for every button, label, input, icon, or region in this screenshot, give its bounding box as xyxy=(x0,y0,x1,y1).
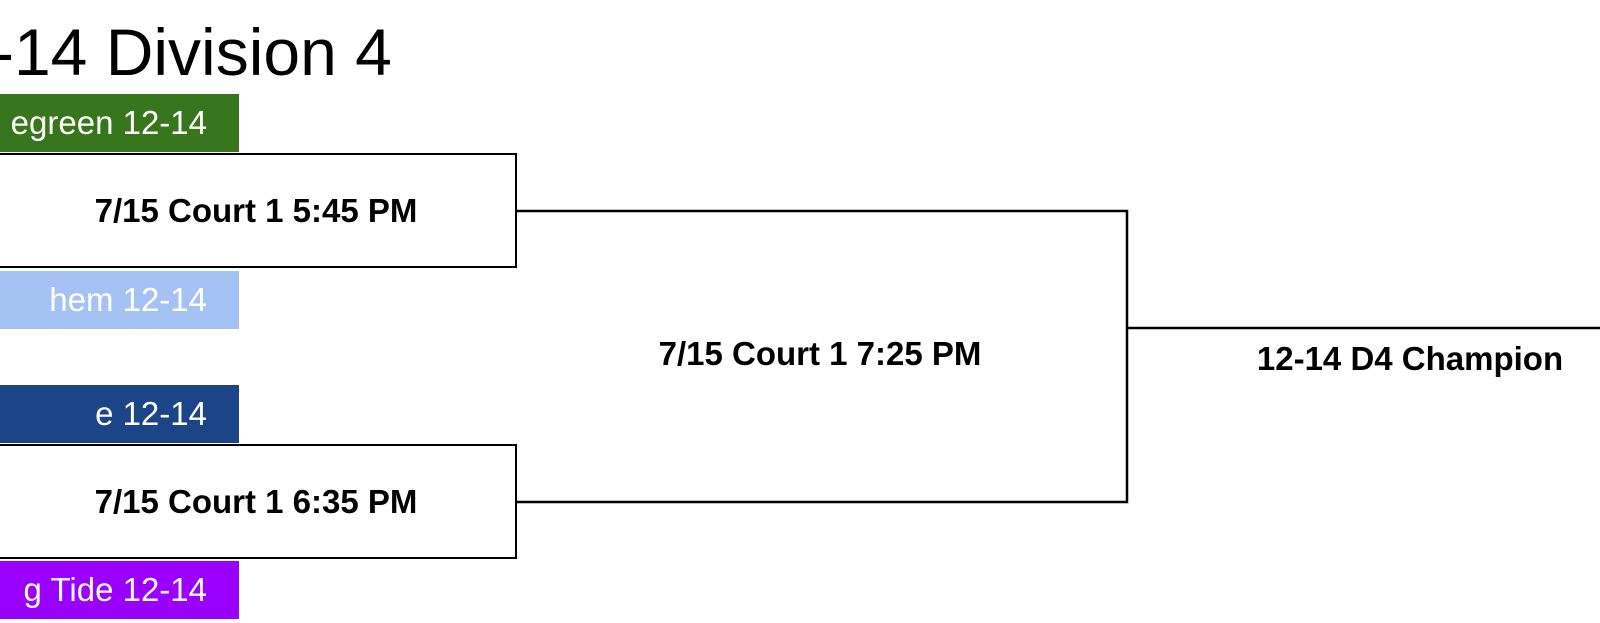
match-box-1: 7/15 Court 1 5:45 PM xyxy=(0,153,517,268)
team-name-1: egreen 12-14 xyxy=(10,104,207,141)
connector-semifinals-to-final xyxy=(516,209,1129,504)
team-name-3: e 12-14 xyxy=(95,395,207,432)
team-name-4: g Tide 12-14 xyxy=(23,571,207,608)
match-box-2: 7/15 Court 1 6:35 PM xyxy=(0,444,517,559)
final-match-label: 7/15 Court 1 7:25 PM xyxy=(658,335,982,372)
bracket-title: -14 Division 4 xyxy=(0,15,392,89)
team-slot-2: hem 12-14 xyxy=(0,271,239,329)
match-label-1: 7/15 Court 1 5:45 PM xyxy=(94,191,418,229)
team-name-2: hem 12-14 xyxy=(49,281,207,318)
team-slot-3: e 12-14 xyxy=(0,385,239,443)
team-slot-4: g Tide 12-14 xyxy=(0,561,239,619)
team-slot-1: egreen 12-14 xyxy=(0,94,239,152)
match-label-2: 7/15 Court 1 6:35 PM xyxy=(94,482,418,520)
champion-label: 12-14 D4 Champion xyxy=(1256,340,1564,377)
